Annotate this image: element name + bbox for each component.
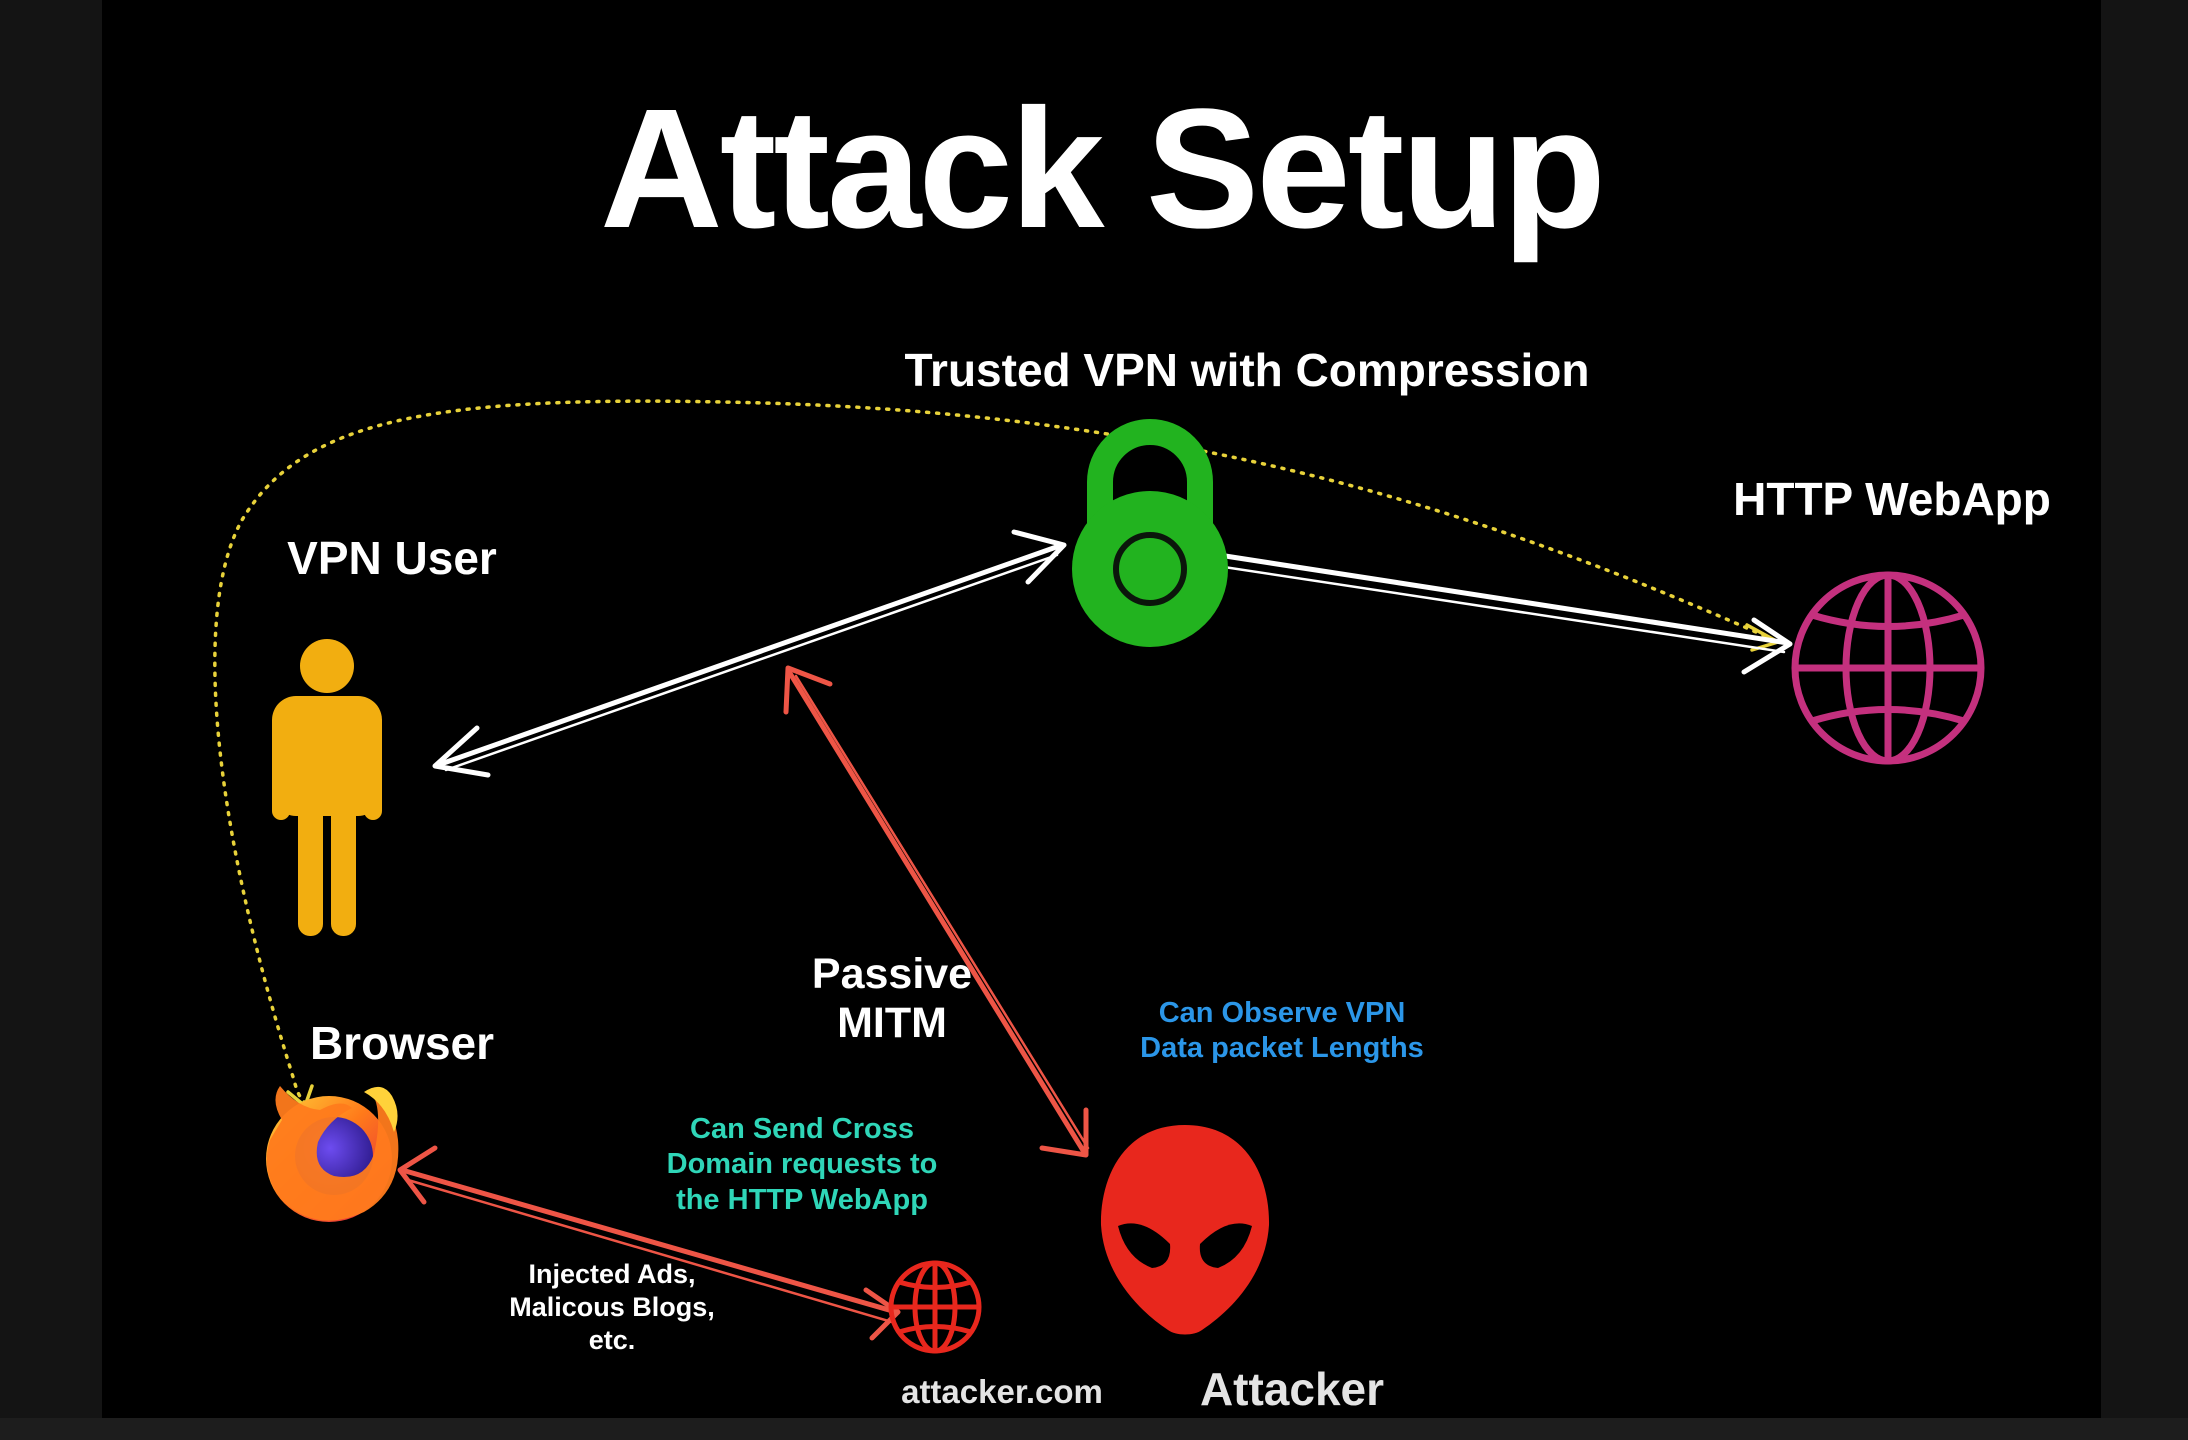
browser-label: Browser — [309, 1017, 495, 1069]
vpn-label: Trusted VPN with Compression — [904, 344, 1590, 396]
person-icon — [272, 639, 382, 936]
cross-domain-line-3: the HTTP WebApp — [676, 1183, 928, 1216]
alien-head-icon — [1100, 1125, 1270, 1335]
diagram-canvas — [213, 399, 1985, 1354]
small-globe-icon — [888, 1260, 982, 1354]
injected-line-2: Malicous Blogs, — [509, 1291, 715, 1322]
webapp-label: HTTP WebApp — [1733, 473, 2051, 525]
passive-mitm-line-1: Passive — [811, 950, 973, 998]
slide: Attack Setup Trusted VPN with Compressio… — [102, 0, 2101, 1440]
observe-line-1: Can Observe VPN — [1158, 997, 1406, 1029]
vpn-user-label: VPN User — [287, 532, 497, 584]
presentation-footer-strip — [0, 1418, 2188, 1440]
injected-line-3: etc. — [588, 1324, 636, 1355]
injected-line-1: Injected Ads, — [528, 1259, 696, 1289]
observe-annotation: Can Observe VPN Data packet Lengths — [1022, 996, 1542, 1066]
cross-domain-annotation: Can Send Cross Domain requests to the HT… — [542, 1112, 1062, 1218]
attacker-label: Attacker — [1199, 1363, 1385, 1415]
cross-domain-line-1: Can Send Cross — [690, 1113, 914, 1145]
browser-attacker-site-arrow — [397, 1145, 901, 1341]
globe-icon — [1791, 571, 1985, 765]
injected-annotation: Injected Ads, Malicous Blogs, etc. — [432, 1258, 792, 1357]
passive-mitm-line-2: MITM — [837, 999, 947, 1048]
padlock-icon — [1072, 419, 1228, 647]
attacker-site-label: attacker.com — [901, 1373, 1103, 1410]
mitm-arrow — [783, 665, 1090, 1158]
firefox-logo-icon — [266, 1086, 399, 1222]
slide-title: Attack Setup — [599, 74, 1606, 264]
passive-mitm-label: Passive MITM — [742, 950, 1042, 1049]
vpn-webapp-arrow — [1151, 511, 1793, 675]
cross-domain-line-2: Domain requests to — [666, 1148, 938, 1181]
user-vpn-arrow — [432, 529, 1067, 778]
observe-line-2: Data packet Lengths — [1140, 1031, 1424, 1064]
